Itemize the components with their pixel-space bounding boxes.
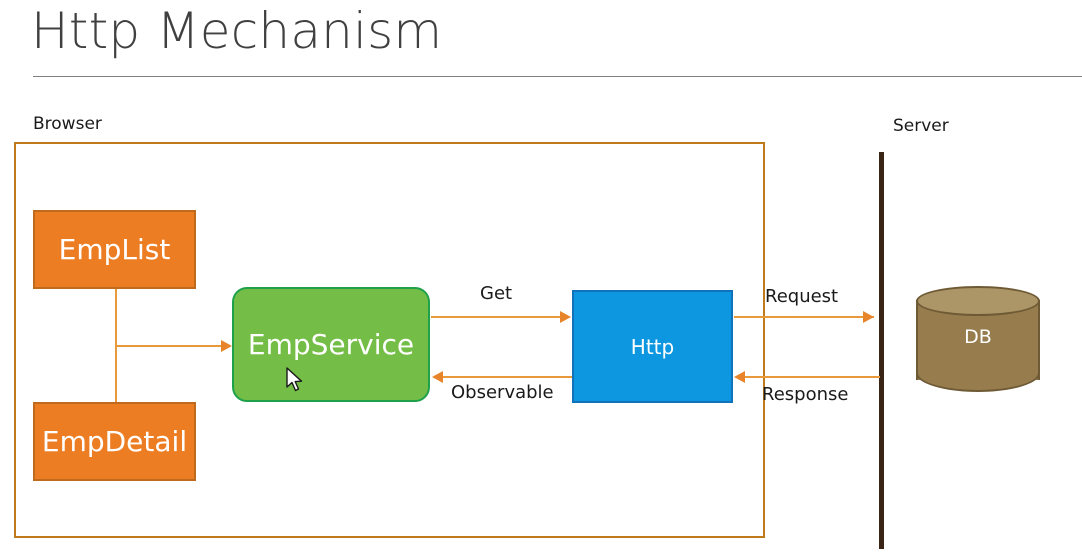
arrowhead-right-icon: [863, 311, 874, 323]
node-empdetail[interactable]: EmpDetail: [33, 402, 196, 481]
db-cylinder-bottom: [916, 354, 1040, 392]
node-empservice[interactable]: EmpService: [232, 287, 430, 402]
edge-label-request: Request: [765, 286, 839, 307]
edge-label-response: Response: [762, 384, 849, 405]
node-http[interactable]: Http: [572, 290, 733, 403]
server-zone-label: Server: [893, 116, 949, 136]
title-divider: [33, 76, 1082, 77]
server-boundary-bar: [879, 152, 884, 549]
arrowhead-right-icon: [560, 311, 571, 323]
edge-label-get: Get: [480, 283, 513, 304]
edge-label-observable: Observable: [451, 382, 554, 403]
node-db-cylinder[interactable]: DB: [916, 286, 1040, 393]
connector-response-line: [745, 376, 880, 378]
page-title: Http Mechanism: [31, 2, 443, 60]
connector-get-line: [431, 316, 561, 318]
db-cylinder-top: [916, 286, 1040, 316]
db-label: DB: [964, 326, 992, 348]
node-emplist[interactable]: EmpList: [33, 210, 196, 289]
arrowhead-right-icon: [221, 340, 232, 352]
arrowhead-left-icon: [734, 371, 745, 383]
browser-zone-label: Browser: [33, 114, 102, 134]
connector-observable-line: [443, 376, 573, 378]
connector-components-to-empservice: [115, 345, 222, 347]
browser-boundary-box: [14, 142, 765, 538]
arrowhead-left-icon: [432, 371, 443, 383]
connector-request-line: [734, 316, 874, 318]
